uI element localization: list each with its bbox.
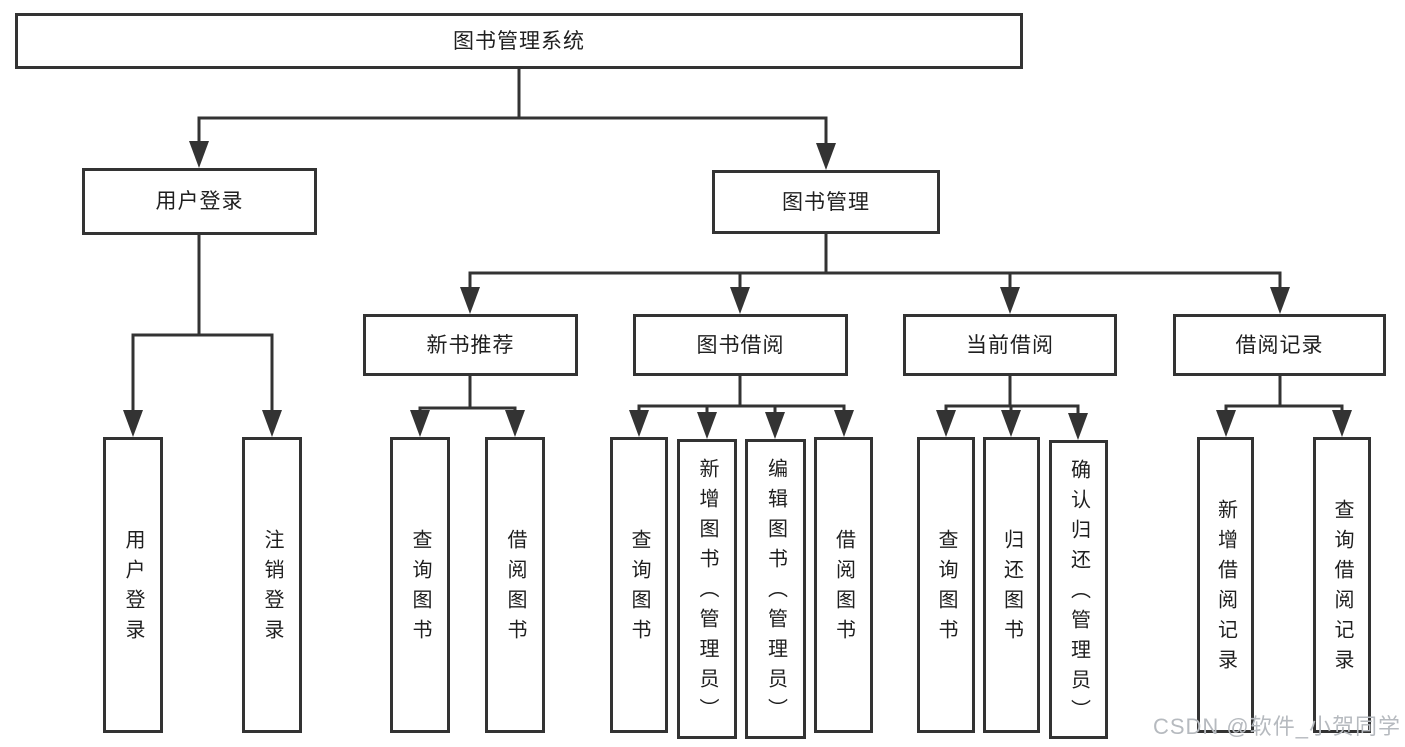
connector-group-current-borrowing xyxy=(936,375,1088,440)
diagram-node-new-book-recommend: 新书推荐 xyxy=(363,314,578,376)
diagram-node-query-books-borrowing: 查询图书 xyxy=(610,437,668,733)
arrowhead-icon xyxy=(1270,287,1290,314)
arrowhead-icon xyxy=(697,412,717,439)
diagram-node-borrow-books-recommend: 借阅图书 xyxy=(485,437,545,733)
arrowhead-icon xyxy=(189,141,209,168)
diagram-node-query-books-recommend: 查询图书 xyxy=(390,437,450,733)
diagram-node-query-books-current: 查询图书 xyxy=(917,437,975,733)
arrowhead-icon xyxy=(765,412,785,439)
diagram-node-query-borrow-record: 查询借阅记录 xyxy=(1313,437,1371,733)
arrowhead-icon xyxy=(1332,410,1352,437)
arrowhead-icon xyxy=(1216,410,1236,437)
diagram-node-logout-leaf: 注销登录 xyxy=(242,437,302,733)
diagram-node-confirm-return-admin: 确认归还（管理员） xyxy=(1049,440,1108,739)
diagram-node-root-system: 图书管理系统 xyxy=(15,13,1023,69)
arrowhead-icon xyxy=(936,410,956,437)
arrowhead-icon xyxy=(123,410,143,437)
arrowhead-icon xyxy=(1001,410,1021,437)
diagram-node-user-login-branch: 用户登录 xyxy=(82,168,317,235)
arrowhead-icon xyxy=(1000,287,1020,314)
diagram-node-book-management: 图书管理 xyxy=(712,170,940,234)
diagram-node-user-login-leaf: 用户登录 xyxy=(103,437,163,733)
connector-group-root-system xyxy=(189,68,836,170)
connector-group-borrowing-records xyxy=(1216,375,1352,437)
diagram-node-return-books: 归还图书 xyxy=(983,437,1040,733)
diagram-node-current-borrowing: 当前借阅 xyxy=(903,314,1117,376)
watermark-text: CSDN @软件_小贺同学 xyxy=(1152,714,1401,739)
arrowhead-icon xyxy=(460,287,480,314)
diagram-node-add-books-admin: 新增图书（管理员） xyxy=(677,439,737,739)
connector-group-book-borrowing xyxy=(629,375,854,439)
diagram-node-edit-books-admin: 编辑图书（管理员） xyxy=(745,439,806,739)
arrowhead-icon xyxy=(262,410,282,437)
diagram-node-borrowing-records: 借阅记录 xyxy=(1173,314,1386,376)
arrowhead-icon xyxy=(629,410,649,437)
diagram-node-add-borrow-record: 新增借阅记录 xyxy=(1197,437,1254,733)
arrowhead-icon xyxy=(410,410,430,437)
connector-group-user-login-branch xyxy=(123,234,282,437)
diagram-node-borrow-books-leaf: 借阅图书 xyxy=(814,437,873,733)
arrowhead-icon xyxy=(816,143,836,170)
arrowhead-icon xyxy=(1068,413,1088,440)
arrowhead-icon xyxy=(730,287,750,314)
arrowhead-icon xyxy=(505,410,525,437)
diagram-node-book-borrowing: 图书借阅 xyxy=(633,314,848,376)
connector-group-book-management xyxy=(460,233,1290,314)
connector-group-new-book-recommend xyxy=(410,375,525,437)
arrowhead-icon xyxy=(834,410,854,437)
